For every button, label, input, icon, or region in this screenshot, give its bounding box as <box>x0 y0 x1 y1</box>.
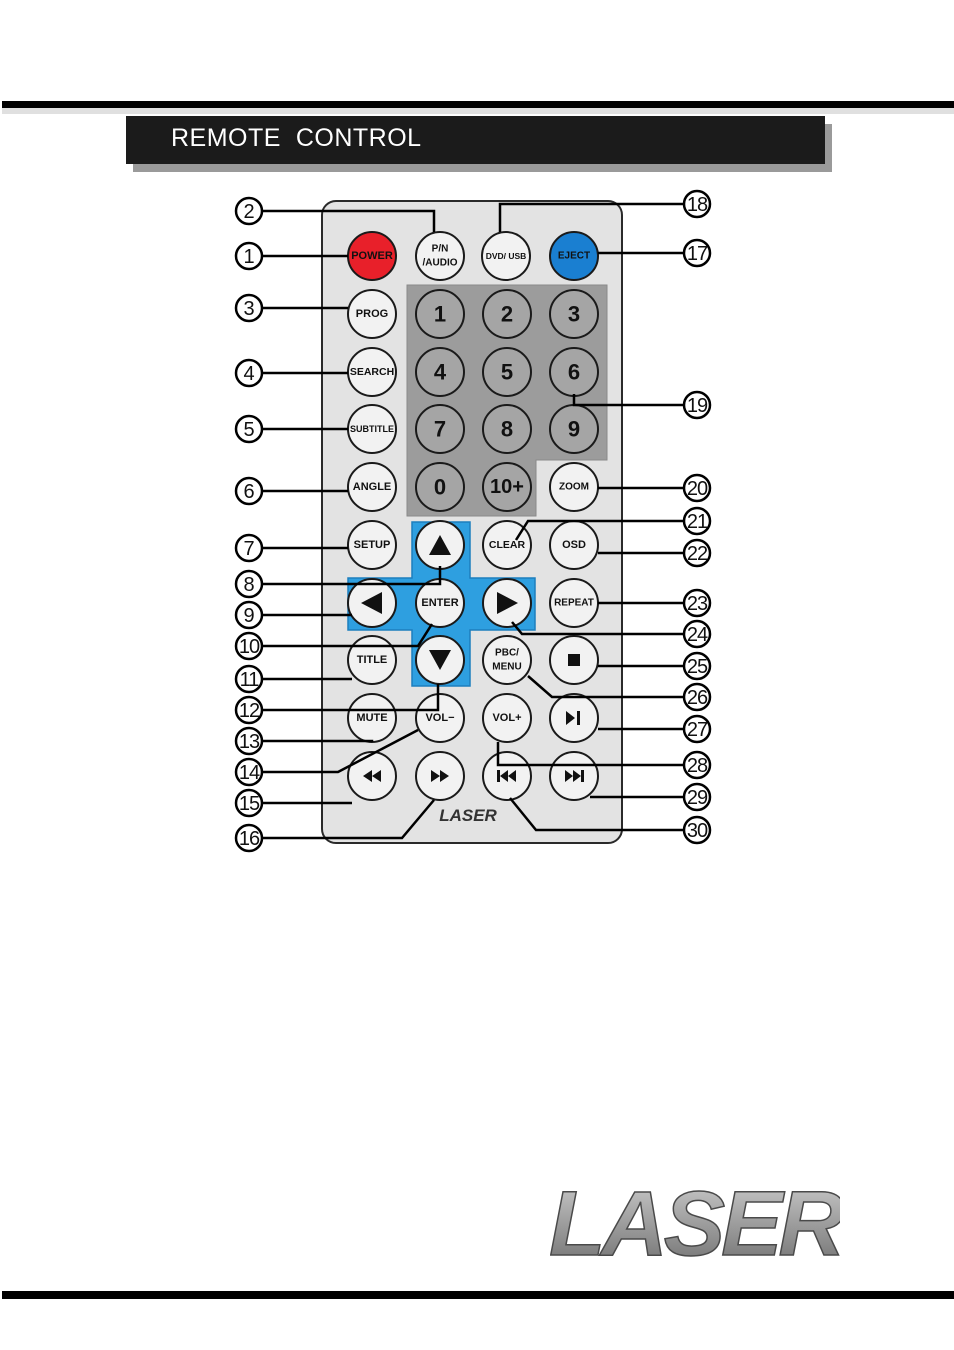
callout-number-13: 13 <box>239 731 260 753</box>
pbc-menu-label-line2: MENU <box>492 662 521 673</box>
callout-number-8: 8 <box>243 574 254 596</box>
digit-label-4: 4 <box>434 360 447 385</box>
callout-number-20: 20 <box>687 478 708 500</box>
laser-logo: LASER <box>550 1175 840 1275</box>
digit-label-6: 6 <box>568 360 580 385</box>
callout-number-9: 9 <box>243 605 254 627</box>
pbc-menu-label-line1: PBC/ <box>495 648 519 659</box>
callout-number-15: 15 <box>239 793 260 815</box>
power-button-label: POWER <box>351 250 393 262</box>
digit-label-9: 9 <box>568 417 580 442</box>
vol-minus-button-label: VOL− <box>425 712 454 724</box>
digit-label-3: 3 <box>568 302 580 327</box>
stop-icon <box>568 654 580 666</box>
callout-number-14: 14 <box>239 762 260 784</box>
callout-number-19: 19 <box>687 395 708 417</box>
callout-number-30: 30 <box>687 820 708 842</box>
setup-button-label: SETUP <box>354 539 391 551</box>
callout-number-6: 6 <box>243 481 254 503</box>
callout-number-7: 7 <box>243 538 254 560</box>
callout-number-4: 4 <box>243 363 254 385</box>
remote-control-diagram: POWER DVD/ USB EJECT PROG SEARCH SUBTITLE ANGL… <box>0 0 954 900</box>
callout-number-26: 26 <box>687 687 708 709</box>
remote-brand: LASER <box>439 806 497 825</box>
prog-button-label: PROG <box>356 308 388 320</box>
callout-number-22: 22 <box>687 543 708 565</box>
callout-number-27: 27 <box>687 719 708 741</box>
digit-label-10+: 10+ <box>490 476 524 498</box>
zoom-button-label: ZOOM <box>559 482 589 493</box>
callout-number-18: 18 <box>687 194 708 216</box>
callout-number-11: 11 <box>240 669 260 691</box>
dvd-usb-button-label: DVD/ USB <box>486 251 527 261</box>
bottom-rule <box>2 1291 954 1299</box>
callout-number-2: 2 <box>243 201 254 223</box>
callout-number-23: 23 <box>687 593 708 615</box>
osd-button-label: OSD <box>562 539 586 551</box>
enter-button-label: ENTER <box>421 597 458 609</box>
pn-audio-label-line2: /AUDIO <box>423 258 458 269</box>
digit-label-2: 2 <box>501 302 513 327</box>
pn-audio-button[interactable] <box>416 232 464 280</box>
digit-label-8: 8 <box>501 417 513 442</box>
callout-number-16: 16 <box>239 828 260 850</box>
clear-button-label: CLEAR <box>489 539 526 551</box>
angle-button-label: ANGLE <box>353 481 392 493</box>
callout-number-12: 12 <box>239 700 260 722</box>
mute-button-label: MUTE <box>356 712 387 724</box>
search-button-label: SEARCH <box>350 366 394 378</box>
callout-number-25: 25 <box>687 656 708 678</box>
eject-button-label: EJECT <box>558 251 590 262</box>
vol-plus-button-label: VOL+ <box>492 712 521 724</box>
pn-audio-label-line1: P/N <box>432 244 449 255</box>
callout-number-24: 24 <box>687 624 708 646</box>
callout-number-28: 28 <box>687 755 708 777</box>
callout-leader-13 <box>262 741 372 742</box>
callout-number-5: 5 <box>243 419 254 441</box>
digit-label-0: 0 <box>434 475 446 500</box>
repeat-button-label: REPEAT <box>554 598 594 609</box>
title-button-label: TITLE <box>357 654 388 666</box>
digit-label-1: 1 <box>434 302 446 327</box>
callout-number-1: 1 <box>243 246 254 268</box>
footer-logo-text: LASER <box>550 1175 840 1275</box>
callout-number-17: 17 <box>687 243 708 265</box>
pbc-menu-button[interactable] <box>483 636 531 684</box>
callout-number-10: 10 <box>239 636 260 658</box>
subtitle-button-label: SUBTITLE <box>350 424 394 434</box>
callout-number-29: 29 <box>687 787 708 809</box>
callout-number-21: 21 <box>687 511 708 533</box>
digit-label-5: 5 <box>501 360 513 385</box>
callout-number-3: 3 <box>243 298 254 320</box>
digit-label-7: 7 <box>434 417 446 442</box>
